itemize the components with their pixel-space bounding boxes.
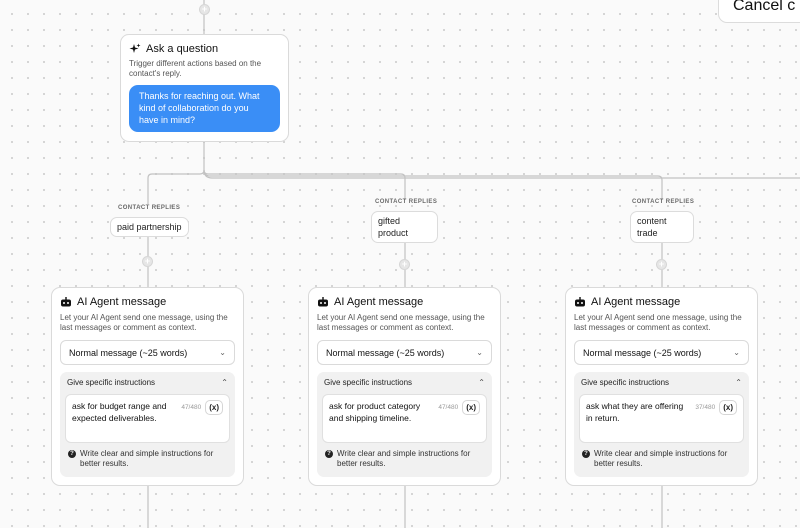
instructions-text: ask what they are offering in return. bbox=[586, 401, 684, 423]
instructions-tools: 47/480 (x) bbox=[438, 400, 480, 415]
ask-node-description: Trigger different actions based on the c… bbox=[129, 59, 262, 78]
char-count: 47/480 bbox=[438, 404, 459, 411]
robot-icon bbox=[318, 297, 328, 307]
agent-card-description: Let your AI Agent send one message, usin… bbox=[60, 313, 228, 332]
agent-card-title-row: AI Agent message bbox=[317, 296, 492, 308]
hint-text: Write clear and simple instructions for … bbox=[80, 449, 214, 468]
instructions-panel: Give specific instructions ⌃ ask for pro… bbox=[317, 372, 492, 477]
instructions-panel-title: Give specific instructions bbox=[324, 378, 413, 387]
agent-card-description: Let your AI Agent send one message, usin… bbox=[317, 313, 485, 332]
instructions-text: ask for budget range and expected delive… bbox=[72, 401, 167, 423]
message-length-select[interactable]: Normal message (~25 words) ⌄ bbox=[574, 340, 749, 365]
instructions-tools: 37/480 (x) bbox=[695, 400, 737, 415]
message-length-value: Normal message (~25 words) bbox=[69, 347, 188, 358]
ask-question-node[interactable]: Ask a question Trigger different actions… bbox=[120, 34, 289, 142]
sparkles-icon bbox=[129, 43, 141, 53]
hint-text: Write clear and simple instructions for … bbox=[594, 449, 728, 468]
instructions-tools: 47/480 (x) bbox=[181, 400, 223, 415]
instructions-panel-header[interactable]: Give specific instructions ⌃ bbox=[579, 377, 744, 388]
message-length-value: Normal message (~25 words) bbox=[326, 347, 445, 358]
instructions-hint: ? Write clear and simple instructions fo… bbox=[579, 449, 744, 468]
char-count: 47/480 bbox=[181, 404, 202, 411]
message-length-select[interactable]: Normal message (~25 words) ⌄ bbox=[60, 340, 235, 365]
ai-agent-message-card[interactable]: AI Agent message Let your AI Agent send … bbox=[51, 287, 244, 486]
reply-chip[interactable]: paid partnership bbox=[110, 217, 189, 237]
add-step-button[interactable]: + bbox=[142, 256, 153, 267]
message-length-value: Normal message (~25 words) bbox=[583, 347, 702, 358]
instructions-panel-header[interactable]: Give specific instructions ⌃ bbox=[322, 377, 487, 388]
chevron-up-icon[interactable]: ⌃ bbox=[478, 378, 485, 387]
instructions-input[interactable]: ask what they are offering in return. 37… bbox=[579, 394, 744, 443]
ask-node-title: Ask a question bbox=[146, 43, 219, 55]
info-icon: ? bbox=[68, 450, 76, 458]
agent-card-title-row: AI Agent message bbox=[60, 296, 235, 308]
chevron-up-icon[interactable]: ⌃ bbox=[735, 378, 742, 387]
ai-agent-message-card[interactable]: AI Agent message Let your AI Agent send … bbox=[308, 287, 501, 486]
insert-variable-button[interactable]: (x) bbox=[719, 400, 737, 415]
reply-chip[interactable]: gifted product bbox=[371, 211, 438, 243]
instructions-panel-title: Give specific instructions bbox=[581, 378, 670, 387]
add-step-button[interactable]: + bbox=[399, 259, 410, 270]
info-icon: ? bbox=[582, 450, 590, 458]
info-icon: ? bbox=[325, 450, 333, 458]
insert-variable-button[interactable]: (x) bbox=[462, 400, 480, 415]
contact-replies-label: CONTACT REPLIES bbox=[375, 199, 438, 205]
agent-card-title: AI Agent message bbox=[334, 296, 424, 308]
agent-card-description: Let your AI Agent send one message, usin… bbox=[574, 313, 742, 332]
ask-node-title-row: Ask a question bbox=[129, 43, 280, 55]
agent-card-title: AI Agent message bbox=[77, 296, 167, 308]
chevron-down-icon: ⌄ bbox=[476, 348, 483, 357]
hint-text: Write clear and simple instructions for … bbox=[337, 449, 471, 468]
agent-card-title-row: AI Agent message bbox=[574, 296, 749, 308]
instructions-hint: ? Write clear and simple instructions fo… bbox=[65, 449, 230, 468]
instructions-input[interactable]: ask for budget range and expected delive… bbox=[65, 394, 230, 443]
message-length-select[interactable]: Normal message (~25 words) ⌄ bbox=[317, 340, 492, 365]
chevron-down-icon: ⌄ bbox=[733, 348, 740, 357]
robot-icon bbox=[61, 297, 71, 307]
instructions-panel: Give specific instructions ⌃ ask for bud… bbox=[60, 372, 235, 477]
contact-replies-label: CONTACT REPLIES bbox=[118, 205, 181, 211]
instructions-panel: Give specific instructions ⌃ ask what th… bbox=[574, 372, 749, 477]
add-step-button[interactable]: + bbox=[199, 4, 210, 15]
insert-variable-button[interactable]: (x) bbox=[205, 400, 223, 415]
cancel-button[interactable]: Cancel c bbox=[718, 0, 800, 23]
agent-card-title: AI Agent message bbox=[591, 296, 681, 308]
instructions-hint: ? Write clear and simple instructions fo… bbox=[322, 449, 487, 468]
contact-replies-label: CONTACT REPLIES bbox=[632, 199, 695, 205]
instructions-panel-header[interactable]: Give specific instructions ⌃ bbox=[65, 377, 230, 388]
robot-icon bbox=[575, 297, 585, 307]
char-count: 37/480 bbox=[695, 404, 716, 411]
ai-agent-message-card[interactable]: AI Agent message Let your AI Agent send … bbox=[565, 287, 758, 486]
instructions-input[interactable]: ask for product category and shipping ti… bbox=[322, 394, 487, 443]
question-message-bubble[interactable]: Thanks for reaching out. What kind of co… bbox=[129, 85, 280, 132]
reply-chip[interactable]: content trade bbox=[630, 211, 694, 243]
chevron-up-icon[interactable]: ⌃ bbox=[221, 378, 228, 387]
instructions-text: ask for product category and shipping ti… bbox=[329, 401, 421, 423]
add-step-button[interactable]: + bbox=[656, 259, 667, 270]
chevron-down-icon: ⌄ bbox=[219, 348, 226, 357]
instructions-panel-title: Give specific instructions bbox=[67, 378, 156, 387]
